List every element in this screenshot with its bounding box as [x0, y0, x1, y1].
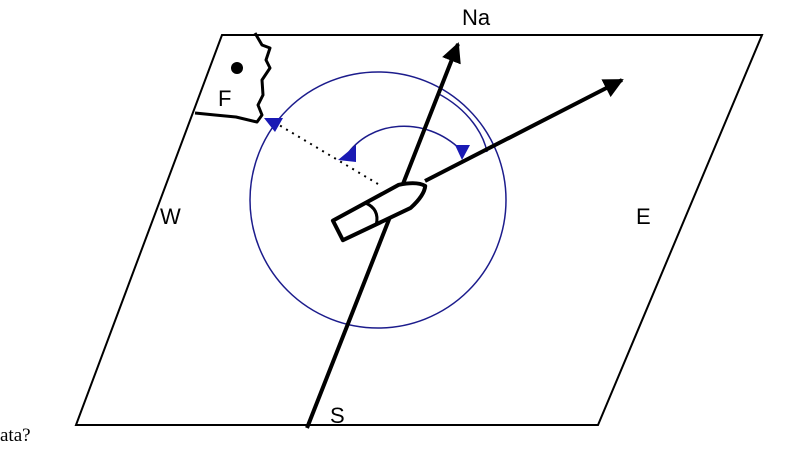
heading-arc-arrowhead [455, 145, 470, 160]
bearing-arc-arrowhead [338, 145, 356, 162]
boat [330, 181, 428, 243]
heading-arc [436, 92, 488, 153]
bearing-arc [345, 125, 462, 157]
east-label: E [636, 204, 651, 229]
heading-arrow [424, 78, 624, 183]
coastline [194, 32, 272, 124]
west-label: W [160, 204, 181, 229]
south-label: S [330, 403, 345, 428]
bearing-line-to-f [273, 121, 379, 185]
map-plane [74, 34, 764, 426]
bearing-line-arrowhead [264, 118, 283, 132]
north-south-line [305, 42, 461, 429]
course-circle [249, 71, 507, 329]
fixed-point-dot [231, 62, 243, 74]
north-label: Na [462, 5, 491, 30]
fixed-point-label: F [218, 86, 231, 111]
cut-off-question-text: ata? [0, 425, 31, 446]
